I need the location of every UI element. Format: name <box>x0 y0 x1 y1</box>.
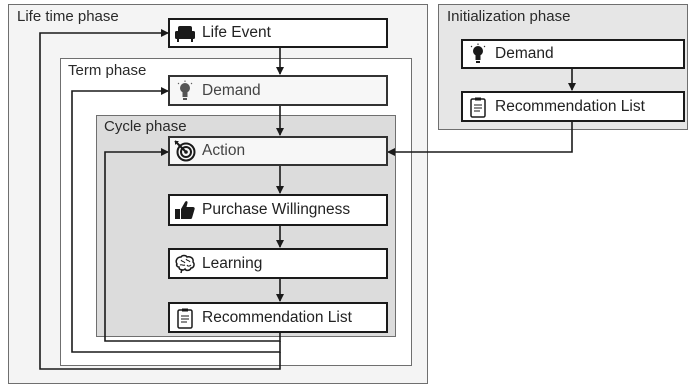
life-event-label: Life Event <box>202 24 271 41</box>
term-demand-label: Demand <box>202 81 261 99</box>
learning-label: Learning <box>202 254 263 272</box>
lifetime-phase-title: Life time phase <box>17 8 119 25</box>
purchase-willingness-label: Purchase Willingness <box>202 201 351 218</box>
term-demand-node: Demand <box>168 75 388 106</box>
target-icon <box>174 140 196 162</box>
init-recommendation-list-node: Recommendation List <box>461 91 685 122</box>
life-event-node: Life Event <box>168 18 388 48</box>
action-node: Action <box>168 136 388 166</box>
cycle-phase-title: Cycle phase <box>104 118 187 135</box>
brain-icon <box>175 254 195 273</box>
init-recommendation-list-label: Recommendation List <box>495 97 645 115</box>
purchase-willingness-node: Purchase Willingness <box>168 194 388 226</box>
cycle-recommendation-list-node: Recommendation List <box>168 302 388 333</box>
clipboard-icon <box>470 97 486 118</box>
thumbs-up-icon <box>175 201 195 219</box>
learning-node: Learning <box>168 248 388 279</box>
lightbulb-icon <box>177 80 193 100</box>
initialization-phase-title: Initialization phase <box>447 8 571 25</box>
init-demand-label: Demand <box>495 45 554 62</box>
sofa-icon <box>175 26 195 42</box>
clipboard-icon <box>177 308 193 329</box>
lightbulb-icon <box>470 43 486 63</box>
init-demand-node: Demand <box>461 39 685 69</box>
cycle-recommendation-list-label: Recommendation List <box>202 308 352 326</box>
action-label: Action <box>202 142 246 159</box>
term-phase-title: Term phase <box>68 62 147 79</box>
